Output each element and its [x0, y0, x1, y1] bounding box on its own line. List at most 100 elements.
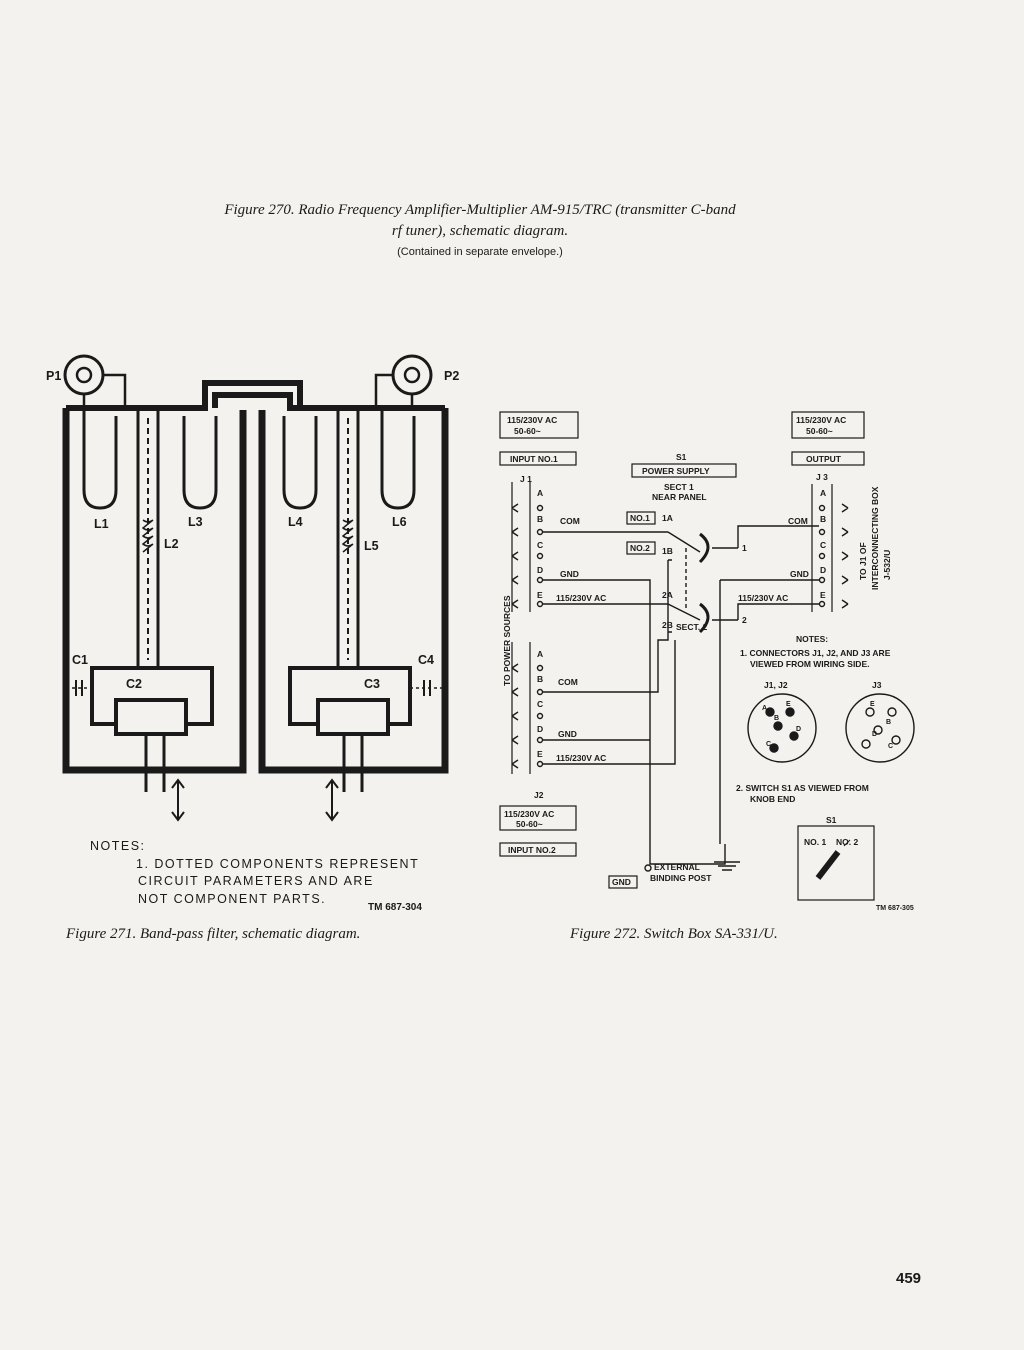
j2-pin-b: B [537, 674, 543, 684]
svg-text:A: A [762, 705, 767, 712]
figure-271-caption: Figure 271. Band-pass filter, schematic … [66, 926, 361, 942]
pos-1a-label: 1A [662, 513, 673, 523]
switchbox-notes-title: NOTES: [796, 634, 828, 644]
c1-label: C1 [72, 653, 88, 667]
output-voltage: 115/230V AC [796, 415, 846, 425]
svg-text:B: B [886, 719, 891, 726]
input2-voltage: 115/230V AC [504, 809, 554, 819]
j2-ac-label: 115/230V AC [556, 753, 606, 763]
svg-text:E: E [786, 701, 791, 708]
switchbox-note1-line1: 1. CONNECTORS J1, J2, AND J3 ARE [740, 648, 891, 658]
svg-text:E: E [870, 701, 875, 708]
band-pass-filter-labels: P1 P2 L1 L3 L4 L6 L2 L5 C1 C4 C2 C3 [46, 369, 459, 691]
j2-pin-c: C [537, 699, 543, 709]
external-label: EXTERNAL [654, 862, 700, 872]
svg-text:D: D [872, 731, 877, 738]
p2-connector [391, 354, 433, 396]
to-j1-line1: TO J1 OF [858, 542, 868, 580]
to-j1-line3: J-532/U [882, 550, 892, 580]
c4-label: C4 [418, 653, 434, 667]
j3-gnd-label: GND [790, 569, 809, 579]
output-freq: 50-60~ [806, 426, 833, 436]
j3-pin-e: E [820, 590, 826, 600]
j3-face [845, 693, 915, 763]
j2-gnd-label: GND [558, 729, 577, 739]
j3-com-label: COM [788, 516, 808, 526]
sect1-label: SECT 1 [664, 482, 694, 492]
input1-label: INPUT NO.1 [510, 454, 558, 464]
input2-freq: 50-60~ [516, 819, 543, 829]
dial-face-pin-letters: A E B D C E B D C [762, 701, 893, 750]
j3-label: J 3 [816, 472, 828, 482]
j2-com-label: COM [558, 677, 578, 687]
j1-pin-b: B [537, 514, 543, 524]
svg-text:D: D [796, 726, 801, 733]
to-j1-line2: INTERCONNECTING BOX [870, 486, 880, 590]
figure-270-caption-line2: rf tuner), schematic diagram. [391, 223, 569, 239]
p1-connector [63, 354, 105, 396]
l5-label: L5 [364, 539, 379, 553]
switch-box-labels: 115/230V AC 50-60~ INPUT NO.1 115/230V A… [502, 415, 914, 912]
dial-no2-label: NO. 2 [836, 837, 858, 847]
c3-label: C3 [364, 677, 380, 691]
input1-voltage: 115/230V AC [507, 415, 557, 425]
j1-pin-e: E [537, 590, 543, 600]
pos-2a-label: 2A [662, 590, 673, 600]
j1-gnd-label: GND [560, 569, 579, 579]
to-power-sources-label: TO POWER SOURCES [502, 595, 512, 686]
band-pass-note1-line3: NOT COMPONENT PARTS. [138, 891, 327, 906]
svg-text:C: C [766, 741, 771, 748]
j1-pin-a: A [537, 488, 543, 498]
figure-270-caption-line1: Figure 270. Radio Frequency Amplifier-Mu… [224, 202, 736, 218]
sect2-label: SECT. 2 [676, 622, 707, 632]
p2-label: P2 [444, 369, 459, 383]
svg-text:C: C [888, 743, 893, 750]
no1-box-label: NO.1 [630, 513, 650, 523]
j1-j2-label: J1, J2 [764, 680, 788, 690]
out2-label: 2 [742, 615, 747, 625]
switch-box-diagram [499, 411, 915, 901]
band-pass-filter-notes: NOTES: 1. DOTTED COMPONENTS REPRESENT CI… [90, 838, 419, 908]
j1-com-label: COM [560, 516, 580, 526]
l6-label: L6 [392, 515, 407, 529]
band-pass-note1-line1: 1. DOTTED COMPONENTS REPRESENT [136, 856, 420, 871]
j3-face-label: J3 [872, 680, 882, 690]
c2-label: C2 [126, 677, 142, 691]
switchbox-note2-line2: KNOB END [750, 794, 795, 804]
j2-pin-a: A [537, 649, 543, 659]
near-panel-label: NEAR PANEL [652, 492, 707, 502]
l4-label: L4 [288, 515, 303, 529]
j2-label: J2 [534, 790, 544, 800]
j3-ac-label: 115/230V AC [738, 593, 788, 603]
binding-post-label: BINDING POST [650, 873, 712, 883]
l6-loop [380, 408, 416, 510]
l3-loop [182, 416, 218, 510]
band-pass-filter-diagram [62, 354, 449, 822]
j1-pin-c: C [537, 540, 543, 550]
page-number: 459 [896, 1270, 922, 1287]
input1-freq: 50-60~ [514, 426, 541, 436]
pos-1b-label: 1B [662, 546, 673, 556]
tm-305-label: TM 687-305 [876, 905, 914, 912]
l1-loop [82, 408, 118, 510]
figure-270-caption: Figure 270. Radio Frequency Amplifier-Mu… [0, 200, 960, 242]
no2-box-label: NO.2 [630, 543, 650, 553]
p1-label: P1 [46, 369, 61, 383]
output-label: OUTPUT [806, 454, 842, 464]
l3-label: L3 [188, 515, 203, 529]
l4-loop [282, 416, 318, 510]
switchbox-note1-line2: VIEWED FROM WIRING SIDE. [750, 659, 869, 669]
s1-dial-face [797, 825, 875, 901]
band-pass-note1-line2: CIRCUIT PARAMETERS AND ARE [138, 874, 374, 888]
j1-label: J 1 [520, 474, 532, 484]
dial-no1-label: NO. 1 [804, 837, 826, 847]
gnd-box-label: GND [612, 877, 631, 887]
j3-pin-b: B [820, 514, 826, 524]
s1-label: S1 [676, 452, 687, 462]
figure-270-subcaption: (Contained in separate envelope.) [397, 246, 563, 258]
j1-ac-label: 115/230V AC [556, 593, 606, 603]
j3-pin-d: D [820, 565, 826, 575]
svg-text:B: B [774, 715, 779, 722]
j2-pin-d: D [537, 724, 543, 734]
out1-label: 1 [742, 543, 747, 553]
